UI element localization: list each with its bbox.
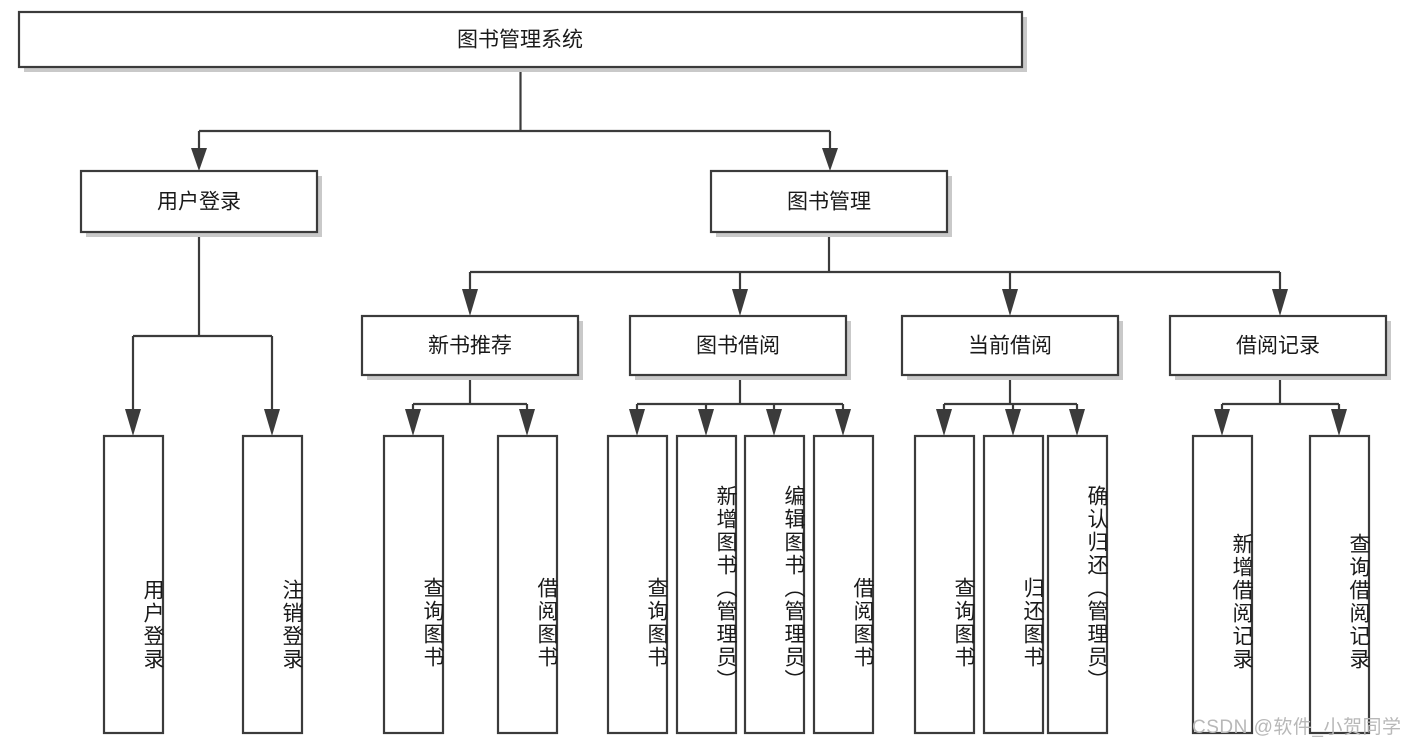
arrowhead-leaf-confirm-return — [1069, 409, 1085, 436]
arrowhead-book-borrow — [732, 289, 748, 316]
node-current-borrow-label: 当前借阅 — [968, 335, 1052, 358]
node-book-borrow-label: 图书借阅 — [696, 335, 780, 358]
arrowhead-leaf-borrow-book-2 — [835, 409, 851, 436]
node-book-manage[interactable] — [709, 169, 949, 234]
arrowhead-current-borrow — [1002, 289, 1018, 316]
node-leaf-return-book[interactable] — [982, 434, 1045, 735]
arrowhead-new-book-recommend — [462, 289, 478, 316]
node-new-book-recommend-label: 新书推荐 — [428, 335, 512, 358]
node-layer: 图书管理系统 用户登录 图书管理 新书推荐 图书借阅 当前借阅 借阅记录 — [17, 10, 1391, 735]
node-root[interactable] — [17, 10, 1024, 69]
arrowhead-leaf-borrow-book-1 — [519, 409, 535, 436]
node-user-login-label: 用户登录 — [157, 191, 241, 214]
arrowhead-leaf-add-record — [1214, 409, 1230, 436]
node-borrow-record[interactable] — [1168, 314, 1388, 377]
node-leaf-query-book-3[interactable] — [913, 434, 976, 735]
csdn-watermark: CSDN @软件_小贺同学 — [1192, 717, 1402, 738]
node-leaf-query-book-1[interactable] — [382, 434, 445, 735]
arrowhead-leaf-edit-book — [766, 409, 782, 436]
node-leaf-query-record[interactable] — [1308, 434, 1371, 735]
node-leaf-confirm-return[interactable] — [1046, 434, 1109, 735]
node-book-manage-label: 图书管理 — [787, 191, 871, 214]
arrowhead-borrow-record — [1272, 289, 1288, 316]
arrowhead-leaf-query-book-2 — [629, 409, 645, 436]
node-root-label: 图书管理系统 — [457, 29, 583, 52]
arrowhead-leaf-query-book-1 — [405, 409, 421, 436]
arrowhead-leaf-user-logout — [264, 409, 280, 436]
node-leaf-add-record[interactable] — [1191, 434, 1254, 735]
node-leaf-add-book[interactable] — [675, 434, 738, 735]
node-new-book-recommend[interactable] — [360, 314, 580, 377]
connector-layer — [125, 67, 1347, 436]
node-leaf-user-logout[interactable] — [241, 434, 304, 735]
node-leaf-query-book-2[interactable] — [606, 434, 669, 735]
arrowhead-leaf-return-book — [1005, 409, 1021, 436]
arrowhead-leaf-query-book-3 — [936, 409, 952, 436]
arrowhead-user-login — [191, 148, 207, 171]
node-user-login[interactable] — [79, 169, 319, 234]
node-leaf-user-login[interactable] — [102, 434, 165, 735]
node-leaf-borrow-book-1[interactable] — [496, 434, 559, 735]
node-leaf-edit-book[interactable] — [743, 434, 806, 735]
node-borrow-record-label: 借阅记录 — [1236, 335, 1320, 358]
arrowhead-leaf-query-record — [1331, 409, 1347, 436]
arrowhead-leaf-add-book — [698, 409, 714, 436]
arrowhead-leaf-user-login — [125, 409, 141, 436]
node-book-borrow[interactable] — [628, 314, 848, 377]
arrowhead-book-manage — [822, 148, 838, 171]
node-leaf-borrow-book-2[interactable] — [812, 434, 875, 735]
node-current-borrow[interactable] — [900, 314, 1120, 377]
